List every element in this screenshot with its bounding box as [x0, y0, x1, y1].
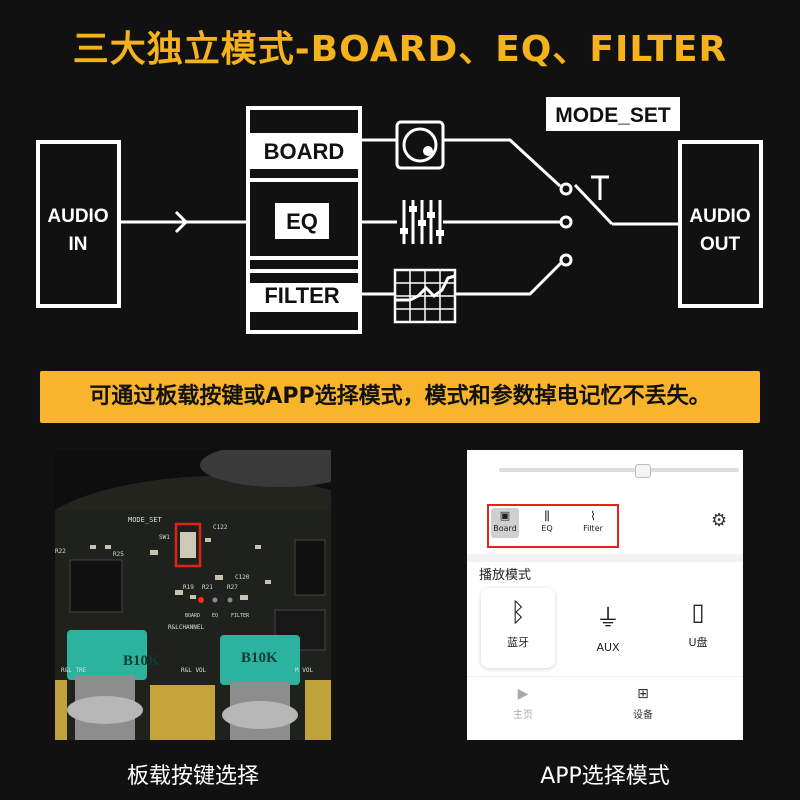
pcb-label-sw: SW1 — [159, 534, 170, 541]
signal-flow-diagram: AUDIO IN BOARD EQ FILTER — [36, 97, 763, 334]
audio-in-box — [36, 140, 121, 308]
filter-wire — [360, 260, 564, 296]
pcb-label-r19: R19 — [183, 584, 194, 591]
usb-drive-icon: ▯ — [691, 598, 705, 626]
app-slider-track[interactable] — [499, 468, 739, 472]
mode-board-label: BOARD — [264, 139, 345, 164]
board-led-icon — [198, 597, 204, 603]
eq-sliders-icon — [397, 198, 444, 246]
pcb-label-rl-tre: R&L TRE — [61, 667, 87, 674]
headline: 三大独立模式-BOARD、EQ、FILTER — [72, 29, 728, 70]
app-mode-highlight — [487, 504, 619, 548]
eq-icon: ⫼ — [544, 509, 550, 523]
pcb-label-r27: R27 — [227, 584, 238, 591]
board-wire — [360, 138, 562, 188]
app-source-bluetooth[interactable]: ᛒ 蓝牙 — [481, 588, 555, 668]
board-mode-icon: ▣ — [499, 509, 511, 522]
mode-filter-label: FILTER — [264, 283, 339, 308]
board-photo: MODE_SET SW1 C122 C120 R19 R21 R27 R25 R… — [55, 450, 331, 740]
pcb-label-board: BOARD — [185, 613, 201, 619]
pcb-label-c120: C120 — [235, 574, 250, 581]
audio-out-box — [678, 140, 763, 308]
pot-left-body — [67, 630, 147, 680]
app-source-usb[interactable]: ▯ U盘 — [661, 588, 735, 668]
pcb-label-c122: C122 — [213, 524, 228, 531]
pot-left-label: B10K — [123, 653, 160, 669]
switch-contact-filter — [559, 253, 573, 267]
pcb-label-r25: R25 — [113, 551, 124, 558]
info-banner: 可通过板载按键或APP选择模式，模式和参数掉电记忆不丢失。 — [40, 371, 760, 423]
pcb-label-filter: FILTER — [231, 613, 250, 619]
aux-plug-icon: ⏚ — [596, 604, 620, 632]
pot-right-label: B10K — [241, 650, 278, 666]
app-section-title: 播放模式 — [479, 568, 532, 583]
pcb-label-rl-vol: R&L VOL — [181, 667, 207, 674]
switch-contact-board — [559, 182, 573, 196]
mode-set-tag — [546, 97, 680, 131]
arrow-right-icon — [174, 210, 189, 234]
audio-out-label-line2: OUT — [700, 234, 741, 255]
board-mode-button — [180, 532, 196, 558]
pot-right-body — [220, 635, 300, 685]
bluetooth-icon: ᛒ — [510, 598, 526, 628]
app-mode-filter[interactable]: ⌇ Filter — [577, 508, 609, 538]
caption-app-mode: APP选择模式 — [540, 764, 670, 789]
app-mode-board[interactable]: ▣ Board — [491, 508, 519, 538]
pcb-label-r21: R21 — [202, 584, 213, 591]
app-nav-home[interactable]: ▶ 主页 — [503, 686, 543, 721]
pcb-label-r22: R22 — [55, 548, 66, 555]
app-nav-device[interactable]: ⊞ 设备 — [623, 686, 663, 721]
app-mode-eq[interactable]: ⫼ EQ — [533, 508, 561, 538]
mode-eq-label: EQ — [286, 209, 318, 234]
pcb-label-eq: EQ — [212, 613, 219, 619]
audio-in-label-line2: IN — [69, 234, 88, 255]
play-icon: ▶ — [517, 686, 529, 702]
app-slider-thumb[interactable] — [635, 464, 651, 478]
knob-icon — [395, 120, 445, 170]
mode-stack — [246, 106, 362, 334]
audio-in-label-line1: AUDIO — [47, 206, 108, 227]
filter-graph-icon — [393, 268, 457, 324]
board-button-highlight — [174, 522, 202, 568]
switch-lever — [573, 183, 614, 226]
app-screenshot: ▣ Board ⫼ EQ ⌇ Filter ⚙ 播放模式 ᛒ 蓝牙 ⏚ AUX … — [467, 450, 743, 740]
gear-icon[interactable]: ⚙ — [711, 510, 728, 531]
pcb-label-mode-set: MODE_SET — [128, 516, 162, 524]
grid-icon: ⊞ — [637, 686, 649, 702]
mode-set-label: MODE_SET — [555, 104, 671, 127]
filter-icon: ⌇ — [590, 509, 596, 523]
switch-contact-eq — [559, 215, 573, 229]
caption-board-button: 板载按键选择 — [126, 764, 259, 789]
pcb-label-channel: R&LCHANNEL — [168, 624, 205, 631]
audio-out-label-line1: AUDIO — [689, 206, 750, 227]
app-source-aux[interactable]: ⏚ AUX — [571, 588, 645, 668]
pcb-label-m-vol: M VOL — [295, 667, 314, 674]
